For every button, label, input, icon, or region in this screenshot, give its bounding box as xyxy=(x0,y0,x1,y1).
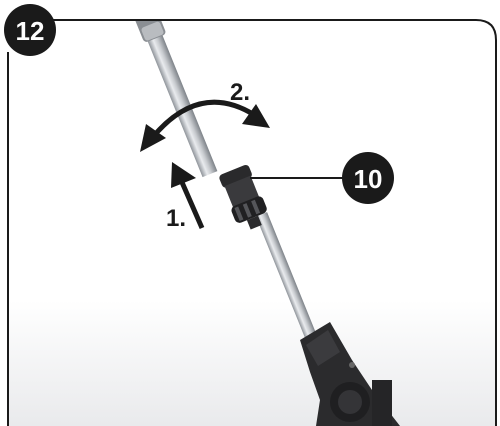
top-handle-part xyxy=(123,20,166,42)
callout-number: 10 xyxy=(354,164,383,194)
curved-double-arrow-icon xyxy=(140,99,270,152)
lower-tube xyxy=(255,212,320,347)
step-number: 12 xyxy=(16,16,45,46)
step-number-badge: 12 xyxy=(4,4,56,56)
step-1-label: 1. xyxy=(166,205,186,232)
locking-collar xyxy=(219,164,267,230)
upper-tube xyxy=(131,20,218,178)
motor-housing xyxy=(300,322,400,426)
step-2-label: 2. xyxy=(230,79,250,106)
floor-gradient xyxy=(8,300,496,426)
straight-arrow-icon xyxy=(171,162,205,230)
callout-badge: 10 xyxy=(342,152,394,204)
figure-frame xyxy=(7,19,497,426)
